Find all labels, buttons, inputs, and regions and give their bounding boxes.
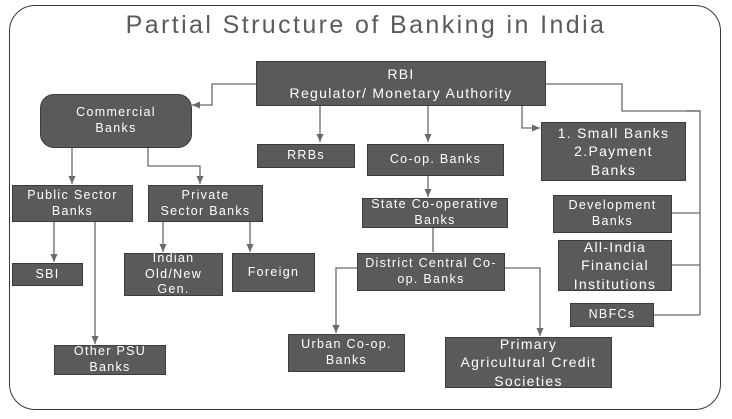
edge-rbi-small bbox=[521, 106, 540, 132]
edge-commercial-private bbox=[147, 148, 204, 184]
edge-district-urban bbox=[332, 267, 357, 333]
node-rrbs: RRBs bbox=[257, 144, 355, 168]
edge-rbi-commercial bbox=[192, 83, 256, 109]
diagram-title: Partial Structure of Banking in India bbox=[125, 11, 607, 39]
node-district-central-coop: District Central Co- op. Banks bbox=[357, 253, 505, 291]
node-state-coop-banks: State Co-operative Banks bbox=[362, 197, 508, 228]
node-private-sector-banks: Private Sector Banks bbox=[148, 185, 263, 222]
node-rbi: RBI Regulator/ Monetary Authority bbox=[256, 61, 546, 106]
node-commercial-banks: Commercial Banks bbox=[40, 94, 192, 148]
node-all-india-fi: All-India Financial Institutions bbox=[558, 239, 672, 292]
node-nbfcs: NBFCs bbox=[570, 303, 654, 327]
node-other-psu-banks: Other PSU Banks bbox=[54, 344, 166, 375]
edge-district-pacs bbox=[505, 267, 544, 336]
node-foreign: Foreign bbox=[232, 253, 315, 292]
node-small-payment-banks: 1. Small Banks 2.Payment Banks bbox=[541, 122, 686, 181]
node-coop-banks: Co-op. Banks bbox=[367, 144, 504, 176]
node-indian-old-new: Indian Old/New Gen. bbox=[124, 251, 223, 296]
node-development-banks: Development Banks bbox=[553, 195, 672, 233]
node-sbi: SBI bbox=[12, 263, 83, 286]
node-pacs: Primary Agricultural Credit Societies bbox=[445, 336, 612, 389]
node-public-sector-banks: Public Sector Banks bbox=[12, 185, 133, 222]
node-urban-coop-banks: Urban Co-op. Banks bbox=[288, 334, 405, 372]
edge-rbi-bus bbox=[546, 83, 701, 315]
